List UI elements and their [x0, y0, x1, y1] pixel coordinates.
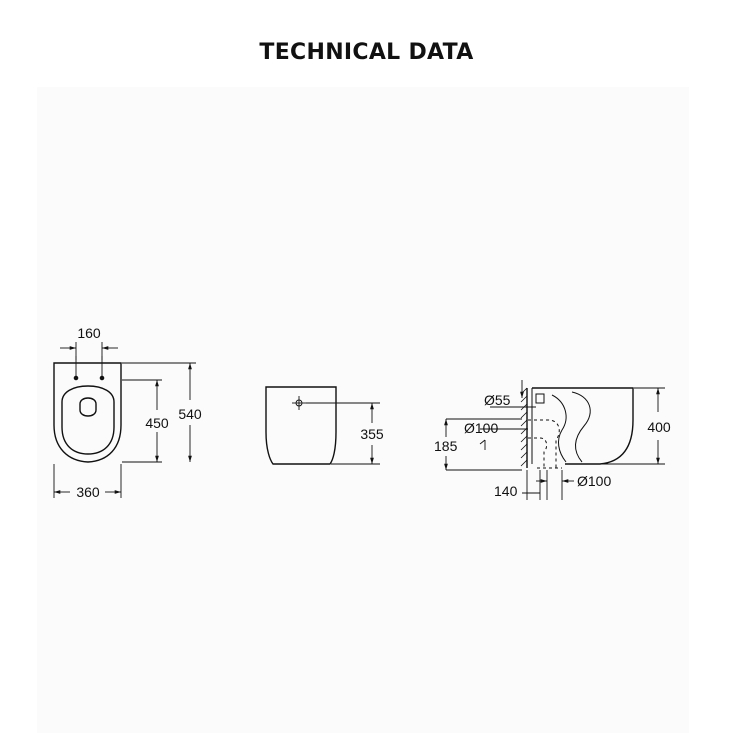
bowl-outline-side [532, 387, 634, 465]
dim-outlet-height: 185 [434, 438, 458, 454]
seat-hole-left [73, 375, 79, 381]
dim-inlet-diameter: Ø55 [484, 392, 511, 408]
dim-seat-hole-spacing: 160 [77, 325, 101, 341]
wall-hatch [520, 387, 528, 467]
side-view-dimensions [444, 380, 665, 500]
side-view [520, 387, 634, 469]
outlet-pipe-dashed [528, 419, 562, 469]
seat-outline [61, 385, 115, 455]
dim-fixing-depth: 450 [145, 415, 169, 431]
front-view [265, 386, 337, 465]
top-view [53, 362, 122, 463]
page-title: TECHNICAL DATA [259, 40, 474, 65]
trap-curve [571, 391, 591, 463]
bowl-outline-top [53, 362, 122, 463]
dim-outlet-diameter-left: Ø100 [464, 420, 498, 436]
dim-overall-depth: 540 [178, 406, 202, 422]
inlet-connector [535, 393, 545, 404]
front-view-dimensions [306, 402, 380, 465]
bowl-outline-front [265, 386, 337, 465]
dim-outlet-diameter-bottom: Ø100 [577, 473, 611, 489]
center-mark-icon [292, 396, 306, 410]
dim-front-height: 355 [360, 426, 384, 442]
dim-outlet-offset: 140 [494, 483, 518, 499]
drawing-panel [37, 87, 689, 733]
seat-hole-right [99, 375, 105, 381]
top-view-dimensions [53, 342, 196, 498]
dim-overall-width: 360 [76, 484, 100, 500]
dim-side-height: 400 [647, 419, 671, 435]
seat-opening [79, 397, 97, 417]
